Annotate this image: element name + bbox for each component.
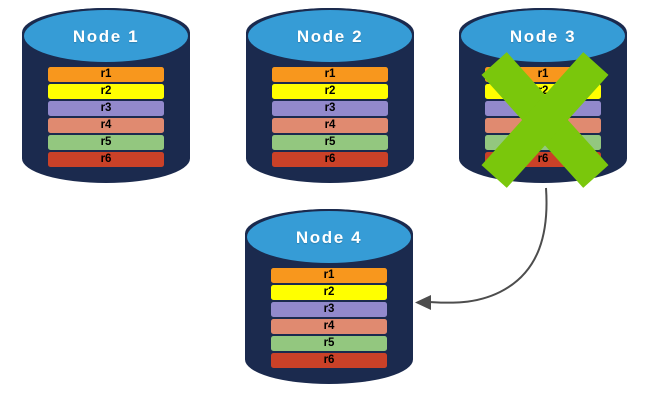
node-1-label: Node 1 bbox=[72, 26, 140, 46]
node-3-row-r3[interactable]: r3 bbox=[485, 101, 601, 116]
node-3-cylinder-top: Node 3 bbox=[459, 8, 627, 64]
row-label: r3 bbox=[100, 101, 112, 114]
row-label: r1 bbox=[324, 67, 336, 80]
row-label: r6 bbox=[323, 353, 335, 366]
node-1-row-r1[interactable]: r1 bbox=[48, 67, 164, 82]
node-2-row-r4[interactable]: r4 bbox=[272, 118, 388, 133]
node-3-row-r6[interactable]: r6 bbox=[485, 152, 601, 167]
arrow-head-icon bbox=[415, 295, 431, 310]
node-4-row-r4[interactable]: r4 bbox=[271, 319, 387, 334]
node-4-row-r6[interactable]: r6 bbox=[271, 353, 387, 368]
node-1-row-r2[interactable]: r2 bbox=[48, 84, 164, 99]
row-label: r3 bbox=[537, 101, 549, 114]
node-2-row-r5[interactable]: r5 bbox=[272, 135, 388, 150]
node-3-row-r5[interactable]: r5 bbox=[485, 135, 601, 150]
node-3[interactable]: Node 3 r1 r2 r3 r4 r5 r6 bbox=[459, 8, 627, 188]
row-label: r2 bbox=[324, 84, 336, 97]
row-label: r4 bbox=[100, 118, 112, 131]
node-2-row-r1[interactable]: r1 bbox=[272, 67, 388, 82]
row-label: r4 bbox=[537, 118, 549, 131]
node-4[interactable]: Node 4 r1 r2 r3 r4 r5 r6 bbox=[245, 209, 413, 384]
node-1[interactable]: Node 1 r1 r2 r3 r4 r5 r6 bbox=[22, 8, 190, 183]
node-3-row-r2[interactable]: r2 bbox=[485, 84, 601, 99]
row-label: r2 bbox=[537, 84, 549, 97]
node-2-row-r2[interactable]: r2 bbox=[272, 84, 388, 99]
row-label: r5 bbox=[323, 336, 335, 349]
node-4-row-r3[interactable]: r3 bbox=[271, 302, 387, 317]
node-1-row-r4[interactable]: r4 bbox=[48, 118, 164, 133]
node-3-row-r1[interactable]: r1 bbox=[485, 67, 601, 82]
node-2-cylinder-top: Node 2 bbox=[246, 8, 414, 64]
node-4-rows: r1 r2 r3 r4 r5 r6 bbox=[245, 268, 413, 368]
node-2-label: Node 2 bbox=[296, 26, 364, 46]
node-4-row-r2[interactable]: r2 bbox=[271, 285, 387, 300]
node-2-rows: r1 r2 r3 r4 r5 r6 bbox=[246, 67, 414, 167]
arrow-path bbox=[429, 187, 548, 304]
row-label: r2 bbox=[100, 84, 112, 97]
node-1-row-r5[interactable]: r5 bbox=[48, 135, 164, 150]
node-3-row-r4[interactable]: r4 bbox=[485, 118, 601, 133]
node-1-cylinder-top: Node 1 bbox=[22, 8, 190, 64]
row-label: r6 bbox=[324, 152, 336, 165]
row-label: r5 bbox=[537, 135, 549, 148]
row-label: r3 bbox=[324, 101, 336, 114]
node-4-row-r5[interactable]: r5 bbox=[271, 336, 387, 351]
row-label: r6 bbox=[537, 152, 549, 165]
node-3-rows: r1 r2 r3 r4 r5 r6 bbox=[459, 67, 627, 167]
row-label: r1 bbox=[537, 67, 549, 80]
node-2[interactable]: Node 2 r1 r2 r3 r4 r5 r6 bbox=[246, 8, 414, 183]
row-label: r1 bbox=[323, 268, 335, 281]
node-2-row-r3[interactable]: r3 bbox=[272, 101, 388, 116]
node-2-row-r6[interactable]: r6 bbox=[272, 152, 388, 167]
node-1-rows: r1 r2 r3 r4 r5 r6 bbox=[22, 67, 190, 167]
row-label: r4 bbox=[324, 118, 336, 131]
row-label: r4 bbox=[323, 319, 335, 332]
node-4-row-r1[interactable]: r1 bbox=[271, 268, 387, 283]
node-1-row-r6[interactable]: r6 bbox=[48, 152, 164, 167]
row-label: r5 bbox=[100, 135, 112, 148]
row-label: r6 bbox=[100, 152, 112, 165]
row-label: r2 bbox=[323, 285, 335, 298]
node-4-cylinder-top: Node 4 bbox=[245, 209, 413, 265]
node-1-row-r3[interactable]: r3 bbox=[48, 101, 164, 116]
row-label: r3 bbox=[323, 302, 335, 315]
node-4-label: Node 4 bbox=[295, 227, 363, 247]
node-3-label: Node 3 bbox=[509, 26, 577, 46]
row-label: r5 bbox=[324, 135, 336, 148]
row-label: r1 bbox=[100, 67, 112, 80]
